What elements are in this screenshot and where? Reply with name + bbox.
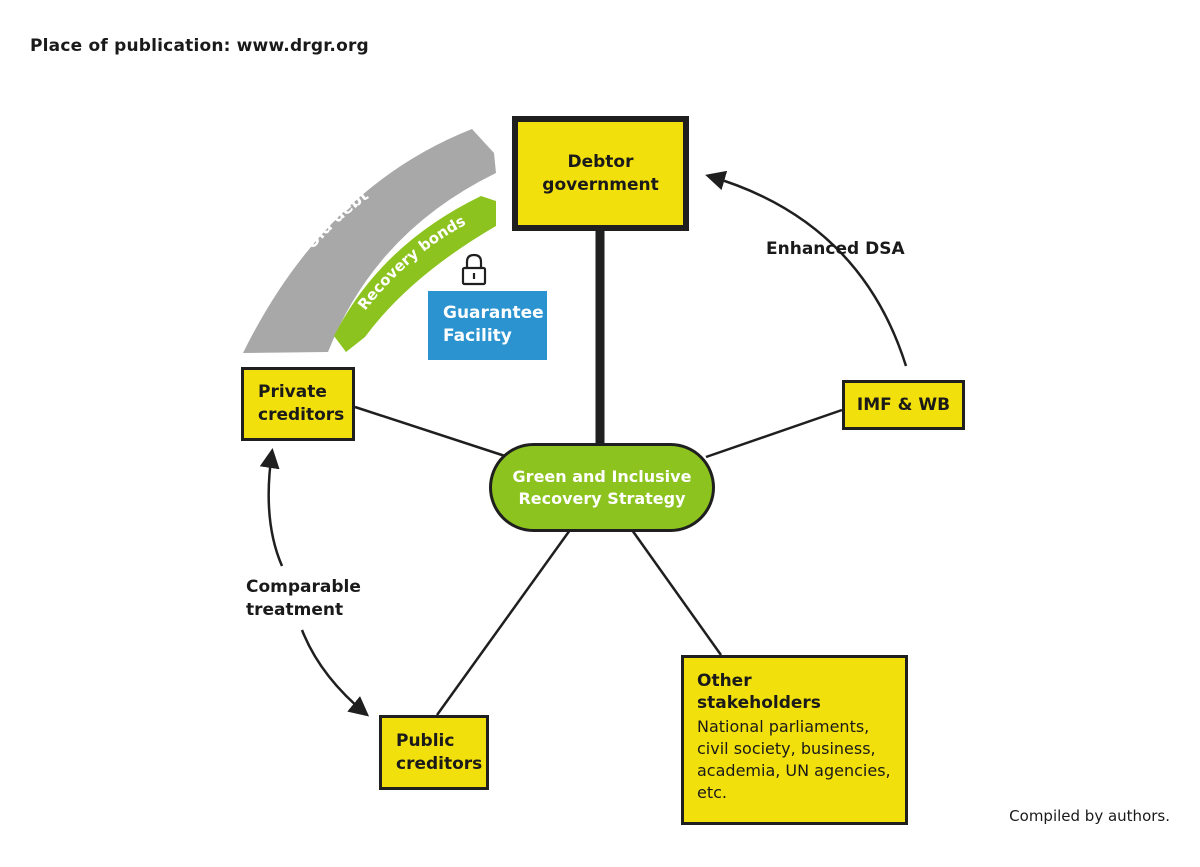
- publication-label: Place of publication:: [30, 36, 231, 56]
- other-stakeholders-box: Other stakeholders National parliaments,…: [681, 655, 908, 825]
- strategy-line1: Green and Inclusive: [512, 466, 692, 486]
- connector-private-strategy: [354, 405, 506, 458]
- lock-icon: [461, 253, 487, 286]
- footer-credit: Compiled by authors.: [1009, 807, 1170, 825]
- enhanced-dsa-arrow: [705, 170, 908, 367]
- other-title1: Other: [697, 671, 752, 691]
- guarantee-facility-box: Guarantee Facility: [428, 291, 547, 360]
- strategy-line2: Recovery Strategy: [518, 488, 686, 508]
- connector-imf-strategy: [705, 408, 843, 459]
- other-desc-line: civil society, business,: [697, 739, 876, 758]
- guarantee-line2: Facility: [443, 326, 512, 346]
- debtor-government-box: Debtor government: [512, 116, 689, 231]
- other-desc-line: National parliaments,: [697, 717, 870, 736]
- other-desc-line: academia, UN agencies,: [697, 761, 891, 780]
- imf-label: IMF & WB: [856, 394, 951, 415]
- guarantee-line1: Guarantee: [443, 303, 544, 323]
- recovery-strategy-node: Green and Inclusive Recovery Strategy: [489, 443, 715, 532]
- comparable-line1: Comparable: [246, 577, 361, 597]
- connector-other-strategy: [630, 529, 723, 656]
- publication-header: Place of publication:www.drgr.org: [30, 36, 369, 56]
- publication-url: www.drgr.org: [236, 36, 369, 56]
- public-line2: creditors: [396, 753, 483, 774]
- private-line2: creditors: [258, 405, 345, 425]
- private-creditors-box: Private creditors: [241, 367, 355, 441]
- old-debt-band: [243, 129, 496, 353]
- comparable-arrow-down: [300, 629, 370, 717]
- private-line1: Private: [258, 382, 327, 402]
- public-creditors-box: Public creditors: [379, 715, 489, 790]
- other-desc-line: etc.: [697, 783, 727, 802]
- connector-public-strategy: [435, 529, 572, 716]
- recovery-bonds-band: [334, 196, 496, 352]
- comparable-treatment-label: Comparable treatment: [246, 576, 361, 622]
- other-description: National parliaments, civil society, bus…: [697, 716, 905, 804]
- comparable-arrow-up: [259, 448, 284, 567]
- debtor-line1: Debtor: [567, 151, 634, 172]
- imf-wb-box: IMF & WB: [842, 380, 965, 430]
- other-title2: stakeholders: [697, 693, 821, 713]
- comparable-line2: treatment: [246, 600, 344, 620]
- debtor-line2: government: [542, 174, 659, 195]
- public-line1: Public: [396, 730, 455, 751]
- enhanced-dsa-label: Enhanced DSA: [766, 239, 905, 259]
